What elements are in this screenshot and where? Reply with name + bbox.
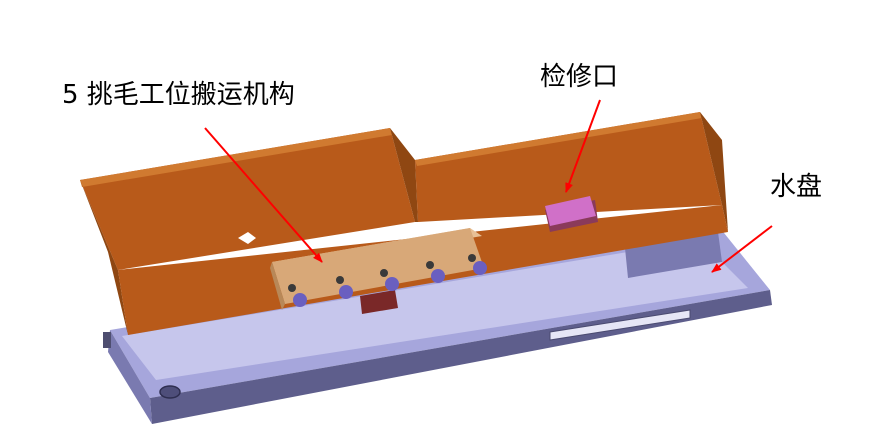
bolt xyxy=(426,261,434,269)
carriage-block xyxy=(360,290,398,314)
carriage-knobs xyxy=(288,254,487,307)
arrow-mechanism xyxy=(204,127,323,263)
middle-divider xyxy=(390,128,418,222)
arrow-tray xyxy=(711,225,773,273)
left-back-wall xyxy=(80,128,415,270)
bolt xyxy=(336,276,344,284)
knob xyxy=(293,293,307,307)
knob xyxy=(385,277,399,291)
tray-bracket xyxy=(103,332,111,348)
arrow-hatch xyxy=(565,99,601,193)
right-back-wall xyxy=(415,112,722,222)
label-mechanism: 5 挑毛工位搬运机构 xyxy=(62,80,295,110)
hatch-top xyxy=(545,196,596,226)
tray-left-end xyxy=(108,330,152,424)
tray-inner-floor xyxy=(122,240,748,380)
bolt xyxy=(468,254,476,262)
bolt xyxy=(288,284,296,292)
drain-hole xyxy=(159,385,181,399)
left-wall-top xyxy=(80,128,392,187)
carriage xyxy=(270,228,487,314)
carriage-front xyxy=(272,228,484,304)
inspection-hatch xyxy=(545,196,598,232)
bolt xyxy=(380,269,388,277)
knob xyxy=(431,269,445,283)
label-water-tray: 水盘 xyxy=(770,172,823,202)
knob xyxy=(473,261,487,275)
right-wall-top xyxy=(415,112,702,166)
tray-right-block xyxy=(625,232,722,278)
carriage-end xyxy=(270,262,285,310)
wall-notch xyxy=(238,232,256,244)
right-wall-end xyxy=(700,112,728,232)
tray-slot xyxy=(549,309,691,341)
label-inspection-hatch: 检修口 xyxy=(540,62,619,92)
knob xyxy=(339,285,353,299)
water-tray xyxy=(103,228,772,424)
